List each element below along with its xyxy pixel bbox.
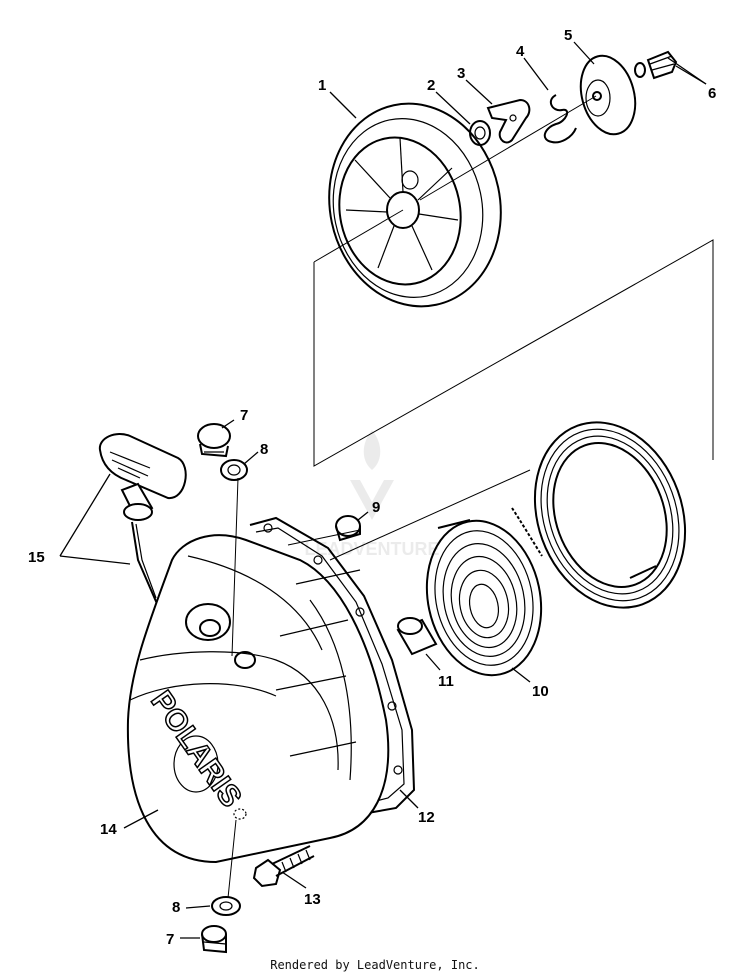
pulley-part-1 (328, 102, 502, 308)
callout-7-top: 7 (240, 407, 248, 424)
bolt-part-13 (252, 845, 315, 888)
spring-part-2 (469, 120, 491, 146)
assembly-lines (227, 95, 714, 899)
watermark-text: LEADVENTURE (304, 539, 439, 559)
plug-part-7-top (197, 423, 231, 458)
callout-5: 5 (564, 27, 572, 44)
washer-part-8-bottom (211, 896, 241, 916)
handle-part-15 (98, 432, 187, 607)
callout-10: 10 (532, 683, 549, 700)
plate-part-5 (579, 54, 637, 136)
callout-9: 9 (372, 499, 380, 516)
callout-4: 4 (516, 43, 525, 60)
leader-lines (59, 41, 707, 939)
bolt-part-6 (634, 50, 678, 80)
callout-3: 3 (457, 65, 465, 82)
callout-8-top: 8 (260, 441, 268, 458)
bushing-part-9 (335, 515, 361, 542)
callout-13: 13 (304, 891, 321, 908)
pawl-part-3 (486, 98, 531, 144)
rope-coil (533, 421, 687, 609)
callout-6: 6 (708, 85, 716, 102)
recoil-spring-part-10 (425, 507, 543, 677)
washer-part-8-top (220, 459, 248, 481)
callout-11: 11 (438, 673, 454, 690)
leadventure-watermark: LEADVENTURE (304, 430, 440, 559)
callout-15: 15 (28, 549, 45, 566)
callout-2: 2 (427, 77, 435, 94)
callout-12: 12 (418, 809, 435, 826)
callout-7-bottom: 7 (166, 931, 174, 948)
housing-part-14: POLARIS (126, 534, 390, 864)
callouts: 1 2 3 4 5 6 7 8 9 10 11 12 13 14 15 8 7 (28, 27, 716, 948)
callout-14: 14 (100, 821, 117, 838)
footer-credit: Rendered by LeadVenture, Inc. (270, 958, 480, 972)
callout-1: 1 (318, 77, 326, 94)
wire-spring-part-4 (543, 94, 577, 144)
callout-8-bottom: 8 (172, 899, 180, 916)
plug-part-7-bottom (201, 925, 227, 954)
bushing-part-11 (396, 617, 438, 656)
